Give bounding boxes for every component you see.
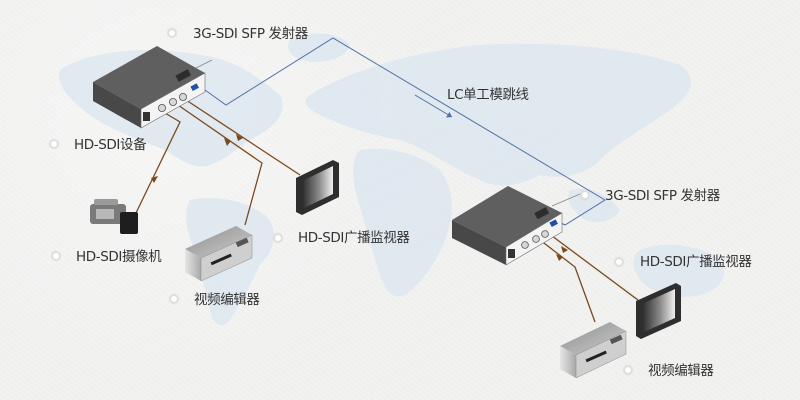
power-connector <box>143 112 150 121</box>
bnc-port-3 <box>157 104 166 113</box>
bullet-icon <box>48 138 60 150</box>
antenna-line <box>195 59 213 69</box>
bullet-icon <box>622 364 634 376</box>
converter-device-left[interactable] <box>93 46 213 129</box>
bullet-icon <box>168 293 180 305</box>
bullet-icon <box>50 250 62 262</box>
fiber-direction-arrowhead <box>446 112 452 118</box>
editor-controls <box>235 237 249 248</box>
sfp-lc-port <box>549 219 558 228</box>
camcorder[interactable] <box>90 199 138 234</box>
video-editor-right[interactable] <box>560 322 627 379</box>
bullet-icon <box>166 27 178 39</box>
broadcast-monitor-right[interactable] <box>636 283 681 339</box>
sfp-module <box>534 207 550 220</box>
label-monitor-left: HD-SDI广播监视器 <box>298 230 410 246</box>
coax-arrow-editor-left <box>224 138 231 146</box>
coax-to-monitor-left <box>182 97 301 176</box>
editor-top <box>560 322 626 355</box>
camera-top-handle <box>94 199 118 205</box>
label-sfp-transmitter-right: 3G-SDI SFP 发射器 <box>605 188 720 204</box>
map-greenland <box>288 33 350 62</box>
label-editor-left: 视频编辑器 <box>194 292 260 308</box>
coax-to-editor-left <box>174 102 263 226</box>
editor-top <box>185 226 252 258</box>
sfp-module <box>175 69 192 82</box>
label-sfp-transmitter-left: 3G-SDI SFP 发射器 <box>193 26 308 42</box>
editor-tape-slot <box>210 253 232 266</box>
converter-top <box>452 186 562 247</box>
coax-to-monitor-right <box>547 232 639 301</box>
camera-lens <box>120 212 138 234</box>
coax-arrow-editor-right <box>556 254 563 261</box>
editor-front-left <box>560 346 576 378</box>
power-connector <box>508 249 515 258</box>
video-editor-left[interactable] <box>185 226 253 282</box>
coax-to-camera <box>134 112 181 216</box>
converter-side <box>452 220 506 265</box>
bnc-port-2 <box>168 98 177 107</box>
fiber-direction-arrow <box>414 94 453 118</box>
antenna-line <box>551 193 581 207</box>
broadcast-monitor-left[interactable] <box>296 160 339 215</box>
label-hd-sdi-camera: HD-SDI摄像机 <box>76 249 162 265</box>
converter-top <box>93 46 205 109</box>
label-hd-sdi-device: HD-SDI设备 <box>74 137 147 153</box>
bnc-port-1 <box>178 93 187 102</box>
coax-arrow-camera <box>151 176 158 183</box>
coax-lines-left <box>134 97 301 226</box>
monitor-screen <box>642 289 675 333</box>
coax-arrow-monitor-left <box>236 134 243 141</box>
label-fiber-cable: LC单工模跳线 <box>447 87 529 103</box>
editor-controls <box>609 334 623 345</box>
bnc-port-2 <box>532 235 540 243</box>
coax-lines-right <box>539 232 639 323</box>
converter-device-right[interactable] <box>452 186 581 266</box>
camera-side-panel <box>96 209 114 219</box>
editor-tape-slot <box>585 350 607 363</box>
bullet-icon <box>613 256 625 268</box>
editor-front-left <box>185 249 201 281</box>
label-monitor-right: HD-SDI广播监视器 <box>640 254 752 270</box>
label-editor-right: 视频编辑器 <box>648 363 714 379</box>
map-australia <box>633 244 724 297</box>
coax-arrow-monitor-right <box>561 246 568 253</box>
bullet-icon <box>272 232 284 244</box>
coax-to-editor-right <box>539 239 596 323</box>
sfp-lc-port <box>190 83 199 92</box>
bnc-port-3 <box>521 241 529 249</box>
map-africa <box>353 148 452 297</box>
converter-side <box>93 82 141 128</box>
bullet-icon <box>579 189 591 201</box>
bnc-port-1 <box>541 230 549 238</box>
monitor-screen <box>302 166 333 209</box>
